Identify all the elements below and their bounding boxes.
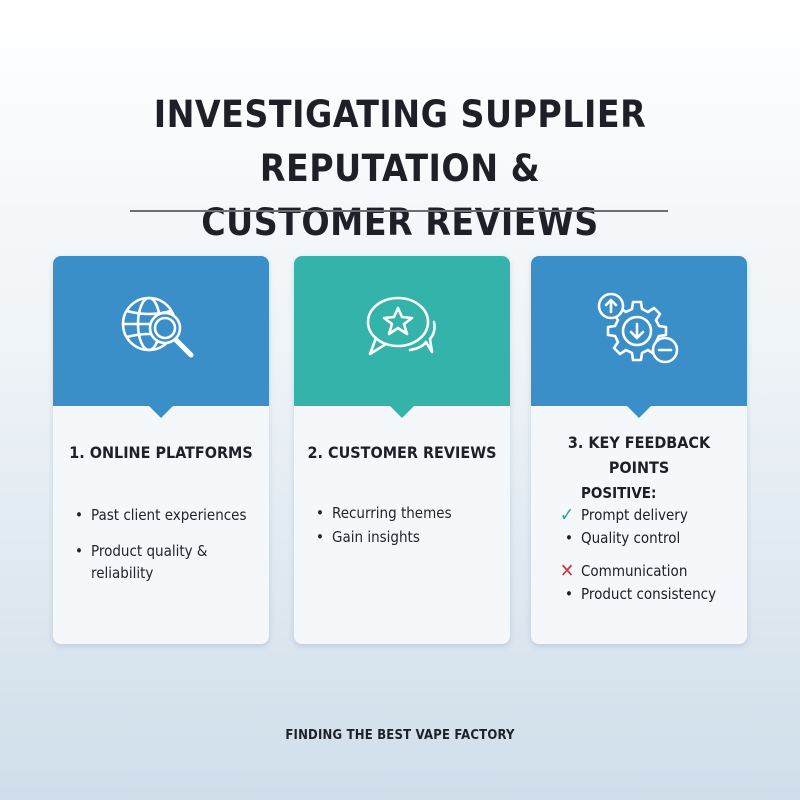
feedback-text: Communication [581, 562, 688, 580]
card-key-feedback: 3. KEY FEEDBACK POINTS POSITIVE: ✓ Promp… [531, 256, 747, 644]
bullet-list-online-platforms: Past client experiences Product quality … [75, 504, 261, 598]
card-title-customer-reviews: 2. CUSTOMER REVIEWS [307, 443, 497, 462]
feedback-list: POSITIVE: ✓ Prompt delivery • Quality co… [555, 482, 741, 606]
footer-caption: FINDING THE BEST VAPE FACTORY [285, 728, 515, 743]
list-item: ✓ Prompt delivery [555, 504, 741, 527]
check-icon: ✓ [559, 504, 575, 526]
card-notch [626, 405, 652, 418]
chat-star-icon [366, 296, 436, 356]
card-notch [148, 405, 174, 418]
page-title-line-2: CUSTOMER REVIEWS [201, 201, 599, 244]
card-title-online-platforms: 1. ONLINE PLATFORMS [69, 443, 253, 462]
page-title: INVESTIGATING SUPPLIER REPUTATION & CUST… [40, 88, 760, 250]
card-title-line-2: POINTS [608, 458, 670, 477]
card-header-online-platforms [53, 256, 269, 418]
list-item: ✕ Communication [555, 560, 741, 583]
bullet-list-customer-reviews: Recurring themes Gain insights [316, 502, 502, 562]
feedback-text: Quality control [581, 529, 681, 547]
card-header-customer-reviews [294, 256, 510, 418]
card-header-key-feedback [531, 256, 747, 418]
globe-search-icon [121, 296, 194, 358]
card-title-key-feedback: 3. KEY FEEDBACK POINTS [541, 430, 737, 480]
bullet-icon: • [565, 529, 573, 547]
bullet-icon: • [565, 585, 573, 603]
list-item: • Product consistency [555, 583, 741, 606]
card-customer-reviews: 2. CUSTOMER REVIEWS Recurring themes Gai… [294, 256, 510, 644]
list-item: Product quality & reliability [75, 540, 261, 584]
cross-icon: ✕ [559, 560, 575, 582]
gear-arrows-icon [597, 292, 679, 364]
list-item: Gain insights [316, 526, 502, 548]
feedback-text: Product consistency [581, 585, 717, 603]
card-notch [389, 405, 415, 418]
list-item: Past client experiences [75, 504, 261, 526]
card-online-platforms: 1. ONLINE PLATFORMS Past client experien… [53, 256, 269, 644]
positive-label: POSITIVE: [581, 484, 657, 502]
list-item: • Quality control [555, 527, 741, 550]
card-title-line-1: 3. KEY FEEDBACK [567, 433, 711, 452]
page-title-line-1: INVESTIGATING SUPPLIER REPUTATION & [153, 93, 647, 190]
list-item: Recurring themes [316, 502, 502, 524]
feedback-text: Prompt delivery [581, 506, 688, 524]
title-divider [130, 210, 668, 212]
